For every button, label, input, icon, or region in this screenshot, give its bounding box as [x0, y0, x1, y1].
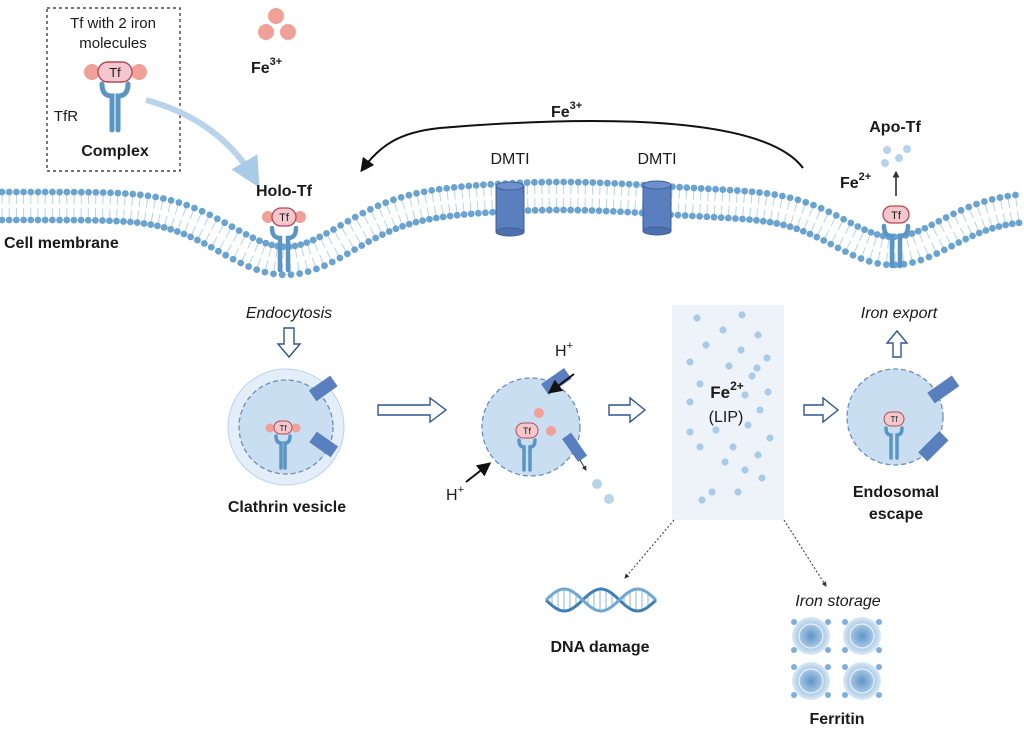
released-iron-dots — [592, 479, 614, 504]
escape-endosome: Tf — [846, 368, 960, 466]
escape-tf-badge: Tf — [890, 415, 898, 424]
clathrin-vesicle: Tf — [227, 368, 345, 486]
right-open-arrow-1 — [377, 396, 448, 424]
dmti-label-2: DMTI — [637, 151, 676, 168]
iron-cluster-icon — [258, 8, 296, 40]
clathrin-vesicle-label: Clathrin vesicle — [228, 499, 346, 516]
legend-box: Tf with 2 iron molecules Tf TfR Complex — [46, 7, 181, 172]
iron-storage-label: Iron storage — [795, 593, 880, 610]
binding-arrow — [145, 97, 260, 188]
release-small-arrow — [579, 459, 587, 471]
down-open-arrow — [276, 327, 302, 359]
cell-membrane-label: Cell membrane — [4, 235, 119, 252]
dmti-channel-2 — [642, 180, 672, 236]
up-open-arrow — [885, 329, 909, 358]
storage-dotted-arrow — [783, 519, 827, 587]
receptor-icon — [99, 81, 131, 133]
iron-ball — [131, 64, 147, 80]
dna-damage-label: DNA damage — [551, 639, 650, 656]
proton-in-arrow-top — [547, 373, 575, 394]
dmti-channel-1 — [495, 181, 525, 237]
legend-line-2: molecules — [79, 35, 147, 52]
dmti-label-1: DMTI — [490, 151, 529, 168]
apo-tf-icon: Tf — [881, 205, 911, 269]
legend-line-1: Tf with 2 iron — [70, 15, 156, 32]
iron-ball — [84, 64, 100, 80]
ferritin-label: Ferritin — [809, 711, 864, 728]
holo-tf-badge: Tf — [279, 212, 290, 224]
apo-tf-badge: Tf — [891, 210, 902, 222]
endosomal-label-2: escape — [869, 506, 923, 523]
acidified-endosome: Tf — [481, 368, 588, 477]
endosome-tf-badge: Tf — [523, 426, 531, 436]
arc-fe3-label: Fe3+ — [551, 100, 582, 121]
complex-label: Complex — [81, 143, 149, 160]
holo-tf-label: Holo-Tf — [256, 183, 313, 200]
endocytosis-label: Endocytosis — [246, 305, 332, 322]
legend-tf-complex: Tf — [84, 61, 147, 133]
tfr-label: TfR — [54, 108, 78, 125]
lip-fe2-label: Fe2+ — [710, 379, 744, 402]
proton-top-label: H+ — [555, 340, 573, 360]
proton-in-arrow-bottom — [465, 462, 492, 483]
apo-tf-label: Apo-Tf — [869, 119, 921, 136]
proton-bottom-label: H+ — [446, 484, 464, 504]
dna-dotted-arrow — [624, 519, 675, 579]
lip-iron-dots — [686, 311, 774, 504]
iron-export-label: Iron export — [861, 305, 938, 322]
vesicle-tf-badge: Tf — [279, 424, 287, 433]
legend-frame — [46, 7, 181, 172]
apo-iron-dots — [881, 145, 911, 167]
fe3-recycle-arrow — [360, 119, 804, 173]
holo-tf-icon: Tf — [262, 207, 306, 273]
top-fe3-label: Fe3+ — [251, 56, 282, 77]
cell-membrane — [0, 178, 1023, 279]
tf-badge — [97, 61, 133, 83]
tf-badge-label: Tf — [109, 65, 121, 80]
endosomal-label-1: Endosomal — [853, 484, 939, 501]
dna-helix-icon — [544, 587, 658, 613]
right-open-arrow-3 — [803, 396, 840, 424]
apo-fe2-label: Fe2+ — [840, 171, 871, 192]
lip-pool-box — [672, 305, 784, 520]
lip-label: (LIP) — [709, 409, 744, 426]
ferritin-icon — [791, 617, 882, 700]
right-open-arrow-2 — [608, 396, 647, 424]
